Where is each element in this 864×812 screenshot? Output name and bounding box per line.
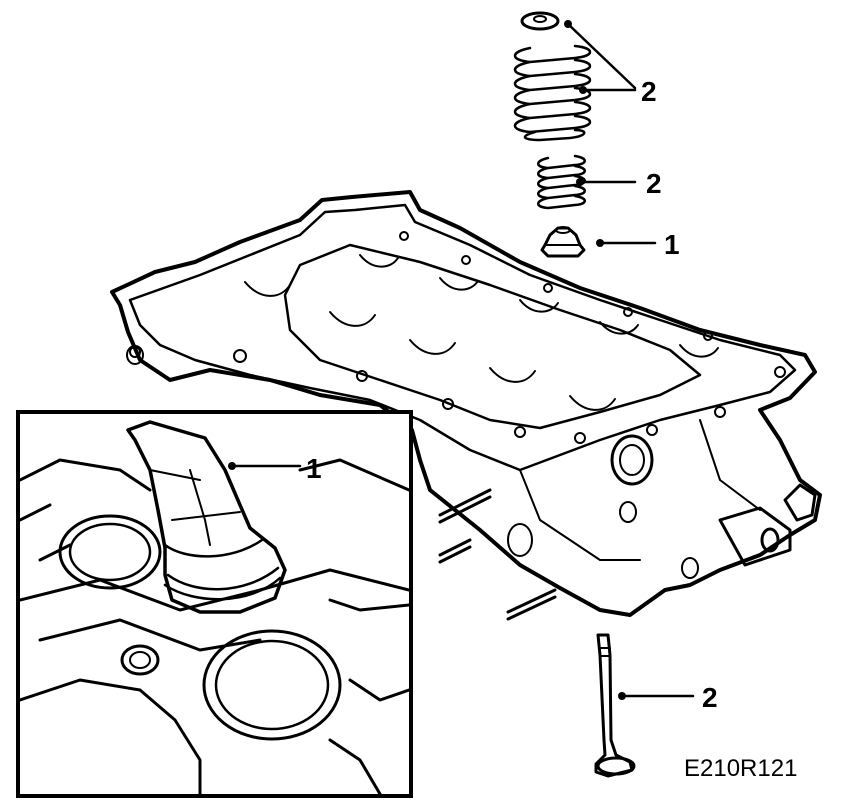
valve-spring-upper: [513, 44, 592, 142]
figure-code: E210R121: [684, 755, 797, 782]
leader-dot: [576, 178, 584, 186]
leader-dot: [596, 239, 604, 247]
leader-dot: [579, 86, 587, 94]
leader-dot: [618, 692, 626, 700]
valve-spring-cap: [520, 11, 560, 31]
leader-lines: [228, 20, 695, 700]
callout-label-detail-stem-seal: 1: [306, 453, 322, 484]
callout-label-valve: 2: [702, 682, 718, 713]
leader-dot: [564, 20, 572, 28]
callout-label-spring-cap: 2: [641, 76, 657, 107]
valve-stem-seal: [540, 226, 586, 258]
callout-label-spring-lower: 2: [646, 168, 662, 199]
cylinder-head: [110, 190, 822, 621]
valve-spring-lower: [537, 154, 586, 210]
valve: [594, 633, 636, 778]
callout-label-stem-seal: 1: [664, 229, 680, 260]
leader-dot: [228, 462, 236, 470]
detail-inset: [16, 410, 413, 798]
